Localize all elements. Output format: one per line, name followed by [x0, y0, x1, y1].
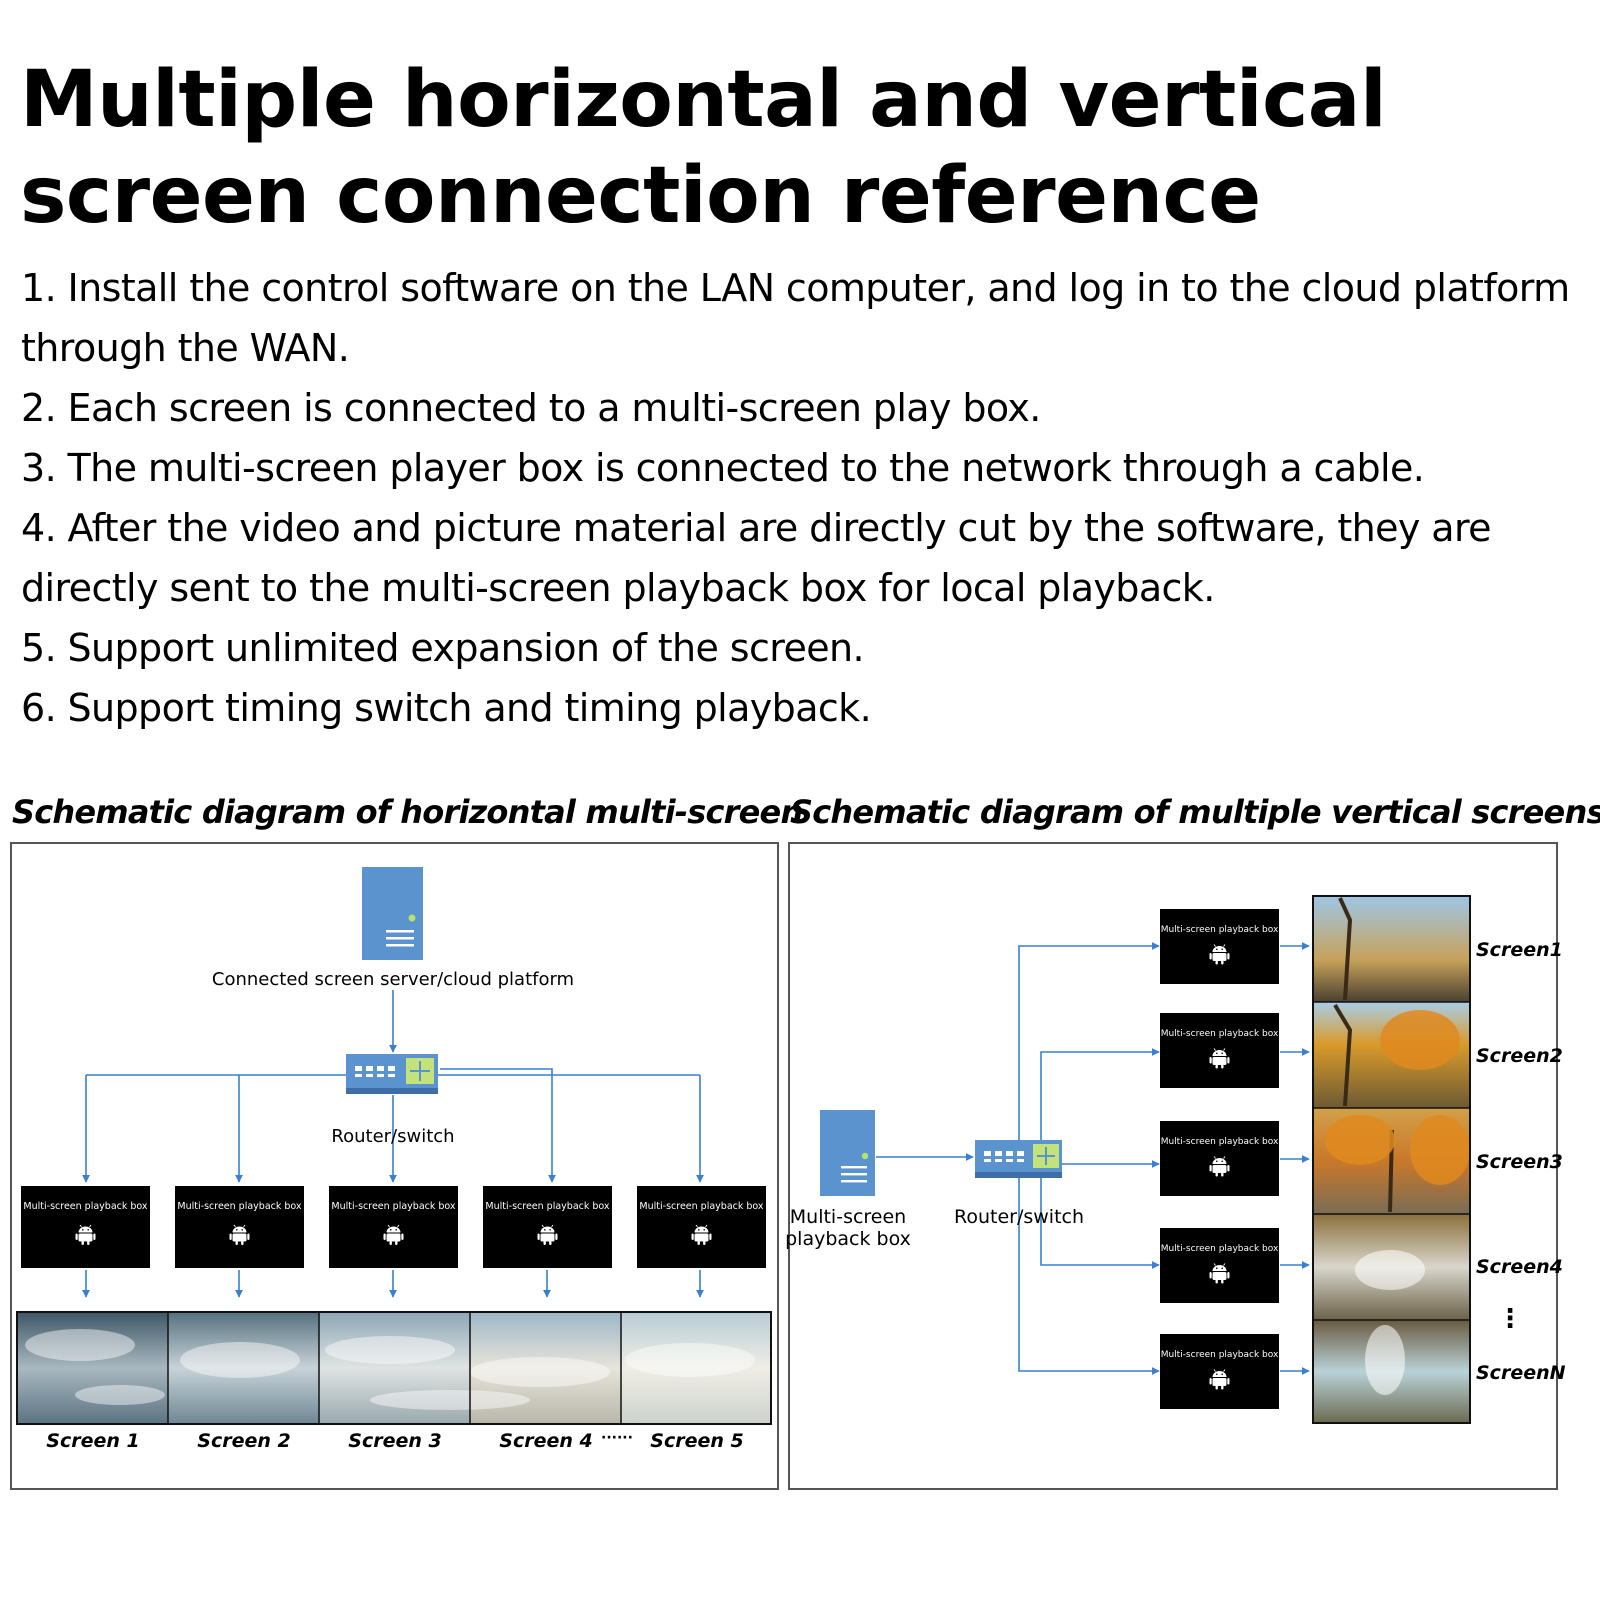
v-screen-label-2: Screen2	[1476, 1045, 1563, 1067]
step-6: 6. Support timing switch and timing play…	[21, 686, 872, 730]
horizontal-server-icon	[362, 867, 423, 960]
page-title: Multiple horizontal and vertical screen …	[20, 55, 1387, 241]
vertical-connectors	[876, 942, 1310, 1375]
h-screen-label-3: Screen 3	[348, 1430, 441, 1452]
step-1: 1. Install the control software on the L…	[21, 266, 1570, 370]
playback-box-label: Multi-screen playback box	[1161, 1244, 1279, 1254]
vertical-caption: Schematic diagram of multiple vertical s…	[790, 793, 1600, 831]
v-screen-label-n: ScreenN	[1476, 1362, 1566, 1384]
horizontal-diagram-frame	[10, 842, 779, 1490]
playback-box-label: Multi-screen playback box	[1161, 925, 1279, 935]
vertical-diagram-frame	[788, 842, 1558, 1490]
vertical-server-icon	[820, 1110, 875, 1196]
step-4: 4. After the video and picture material …	[21, 506, 1492, 610]
horizontal-router-label: Router/switch	[331, 1126, 454, 1147]
h-playback-box-4: Multi-screen playback box	[483, 1186, 612, 1268]
playback-box-label: Multi-screen playback box	[177, 1201, 302, 1212]
playback-box-label: Multi-screen playback box	[639, 1201, 764, 1212]
playback-box-label: Multi-screen playback box	[1161, 1029, 1279, 1039]
v-screen-label-3: Screen3	[1476, 1151, 1563, 1173]
playback-box-label: Multi-screen playback box	[23, 1201, 148, 1212]
v-playback-box-3: Multi-screen playback box	[1160, 1121, 1279, 1196]
step-2: 2. Each screen is connected to a multi-s…	[21, 386, 1041, 430]
v-screen-label-4: Screen4	[1476, 1256, 1563, 1278]
h-screen-label-1: Screen 1	[46, 1430, 139, 1452]
h-screen-label-5: Screen 5	[650, 1430, 743, 1452]
v-playback-box-5: Multi-screen playback box	[1160, 1334, 1279, 1409]
v-playback-box-4: Multi-screen playback box	[1160, 1228, 1279, 1303]
steps-list: 1. Install the control software on the L…	[21, 258, 1591, 738]
h-screen-label-4: Screen 4	[499, 1430, 592, 1452]
h-playback-box-5: Multi-screen playback box	[637, 1186, 766, 1268]
playback-box-label: Multi-screen playback box	[331, 1201, 456, 1212]
vertical-server-label-line2: playback box	[785, 1228, 911, 1250]
vertical-router-icon	[975, 1140, 1062, 1178]
v-playback-box-1: Multi-screen playback box	[1160, 909, 1279, 984]
vertical-screen-column	[1312, 895, 1471, 1424]
playback-box-label: Multi-screen playback box	[485, 1201, 610, 1212]
playback-box-label: Multi-screen playback box	[1161, 1137, 1279, 1147]
horizontal-server-label: Connected screen server/cloud platform	[212, 969, 574, 990]
v-screen-label-1: Screen1	[1476, 939, 1563, 961]
h-ellipsis: ······	[601, 1430, 633, 1446]
h-playback-box-3: Multi-screen playback box	[329, 1186, 458, 1268]
h-playback-box-1: Multi-screen playback box	[21, 1186, 150, 1268]
horizontal-playback-boxes: Multi-screen playback box Multi-screen pl…	[21, 1186, 766, 1268]
horizontal-router-icon	[346, 1054, 438, 1094]
playback-box-label: Multi-screen playback box	[1161, 1350, 1279, 1360]
vertical-router-label: Router/switch	[954, 1206, 1084, 1228]
horizontal-screen-strip	[16, 1311, 772, 1425]
h-playback-box-2: Multi-screen playback box	[175, 1186, 304, 1268]
h-screen-label-2: Screen 2	[197, 1430, 290, 1452]
vertical-server-label-line1: Multi-screen	[790, 1206, 906, 1228]
horizontal-caption: Schematic diagram of horizontal multi-sc…	[12, 793, 803, 831]
v-ellipsis: ⋮	[1497, 1304, 1523, 1334]
step-5: 5. Support unlimited expansion of the sc…	[21, 626, 865, 670]
v-playback-box-2: Multi-screen playback box	[1160, 1013, 1279, 1088]
step-3: 3. The multi-screen player box is connec…	[21, 446, 1425, 490]
